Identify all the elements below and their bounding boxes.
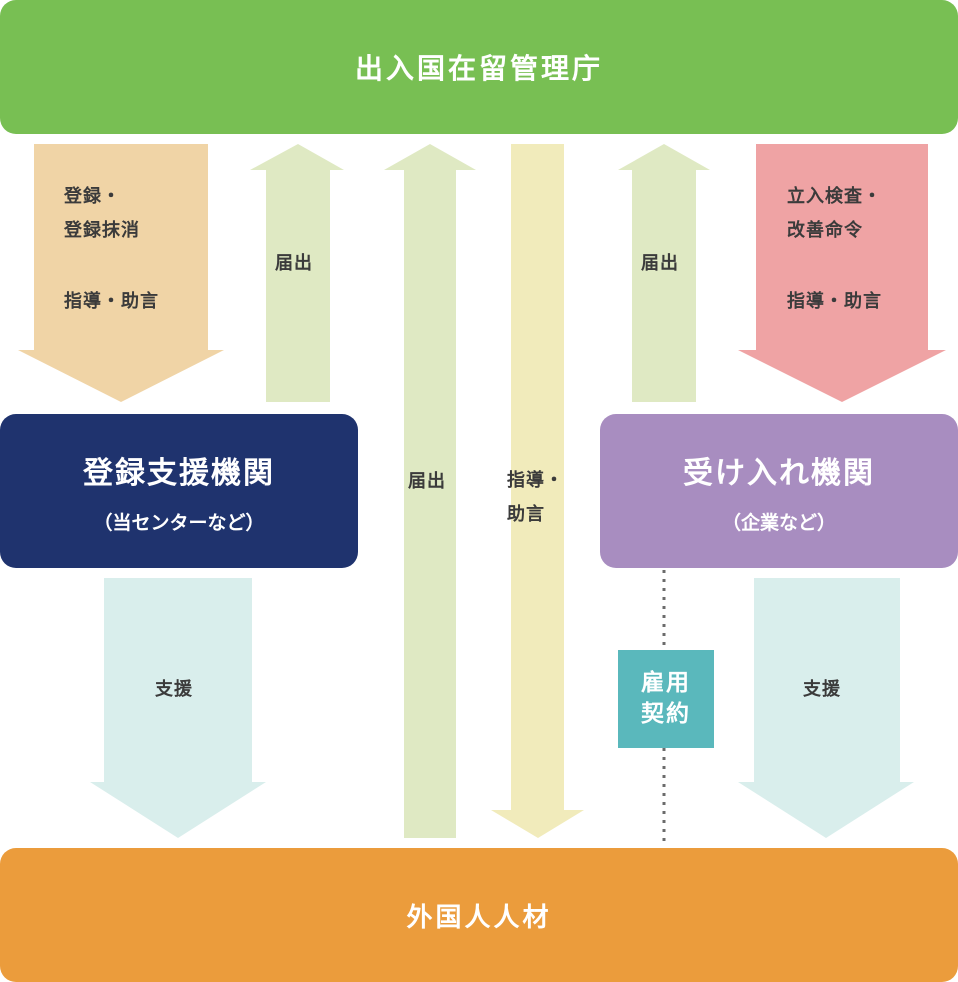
- immigration-agency-box: 出入国在留管理庁: [0, 0, 958, 134]
- support-right-label: 支援: [803, 679, 841, 700]
- employment-contract-box: 雇用 契約: [618, 650, 714, 748]
- registration-down-arrow: [18, 144, 224, 402]
- accepting-down-arrow: [738, 144, 946, 402]
- accepting-up-label: 届出: [641, 253, 679, 274]
- accepting-org-box: 受け入れ機関 （企業など）: [600, 414, 958, 568]
- registration-support-org-box: 登録支援機関 （当センターなど）: [0, 414, 358, 568]
- employment-contract-label: 雇用 契約: [641, 669, 691, 727]
- long-down-label: 指導・ 助言: [507, 470, 564, 525]
- registration-up-arrow: [250, 144, 344, 402]
- long-up-label: 届出: [408, 471, 446, 492]
- registration-down-label-1: 登録・ 登録抹消: [64, 186, 140, 241]
- registration-up-label: 届出: [275, 253, 313, 274]
- registration-down-label-2: 指導・助言: [64, 291, 159, 312]
- accepting-down-label-1: 立入検査・ 改善命令: [787, 186, 882, 241]
- long-up-arrow: [384, 144, 476, 838]
- support-left-label: 支援: [155, 679, 193, 700]
- foreign-talent-box: 外国人人材: [0, 848, 958, 982]
- registration-org-subtitle: （当センターなど）: [93, 511, 265, 534]
- accepting-down-label-2: 指導・助言: [787, 291, 882, 312]
- immigration-agency-label: 出入国在留管理庁: [354, 52, 603, 85]
- support-right-arrow: [738, 578, 914, 838]
- accepting-org-subtitle: （企業など）: [721, 511, 836, 534]
- long-down-arrow: [491, 144, 584, 838]
- support-left-arrow: [90, 578, 266, 838]
- registration-org-title: 登録支援機関: [83, 455, 275, 491]
- accepting-up-arrow: [618, 144, 710, 402]
- accepting-org-title: 受け入れ機関: [683, 455, 875, 491]
- foreign-talent-label: 外国人人材: [406, 902, 552, 933]
